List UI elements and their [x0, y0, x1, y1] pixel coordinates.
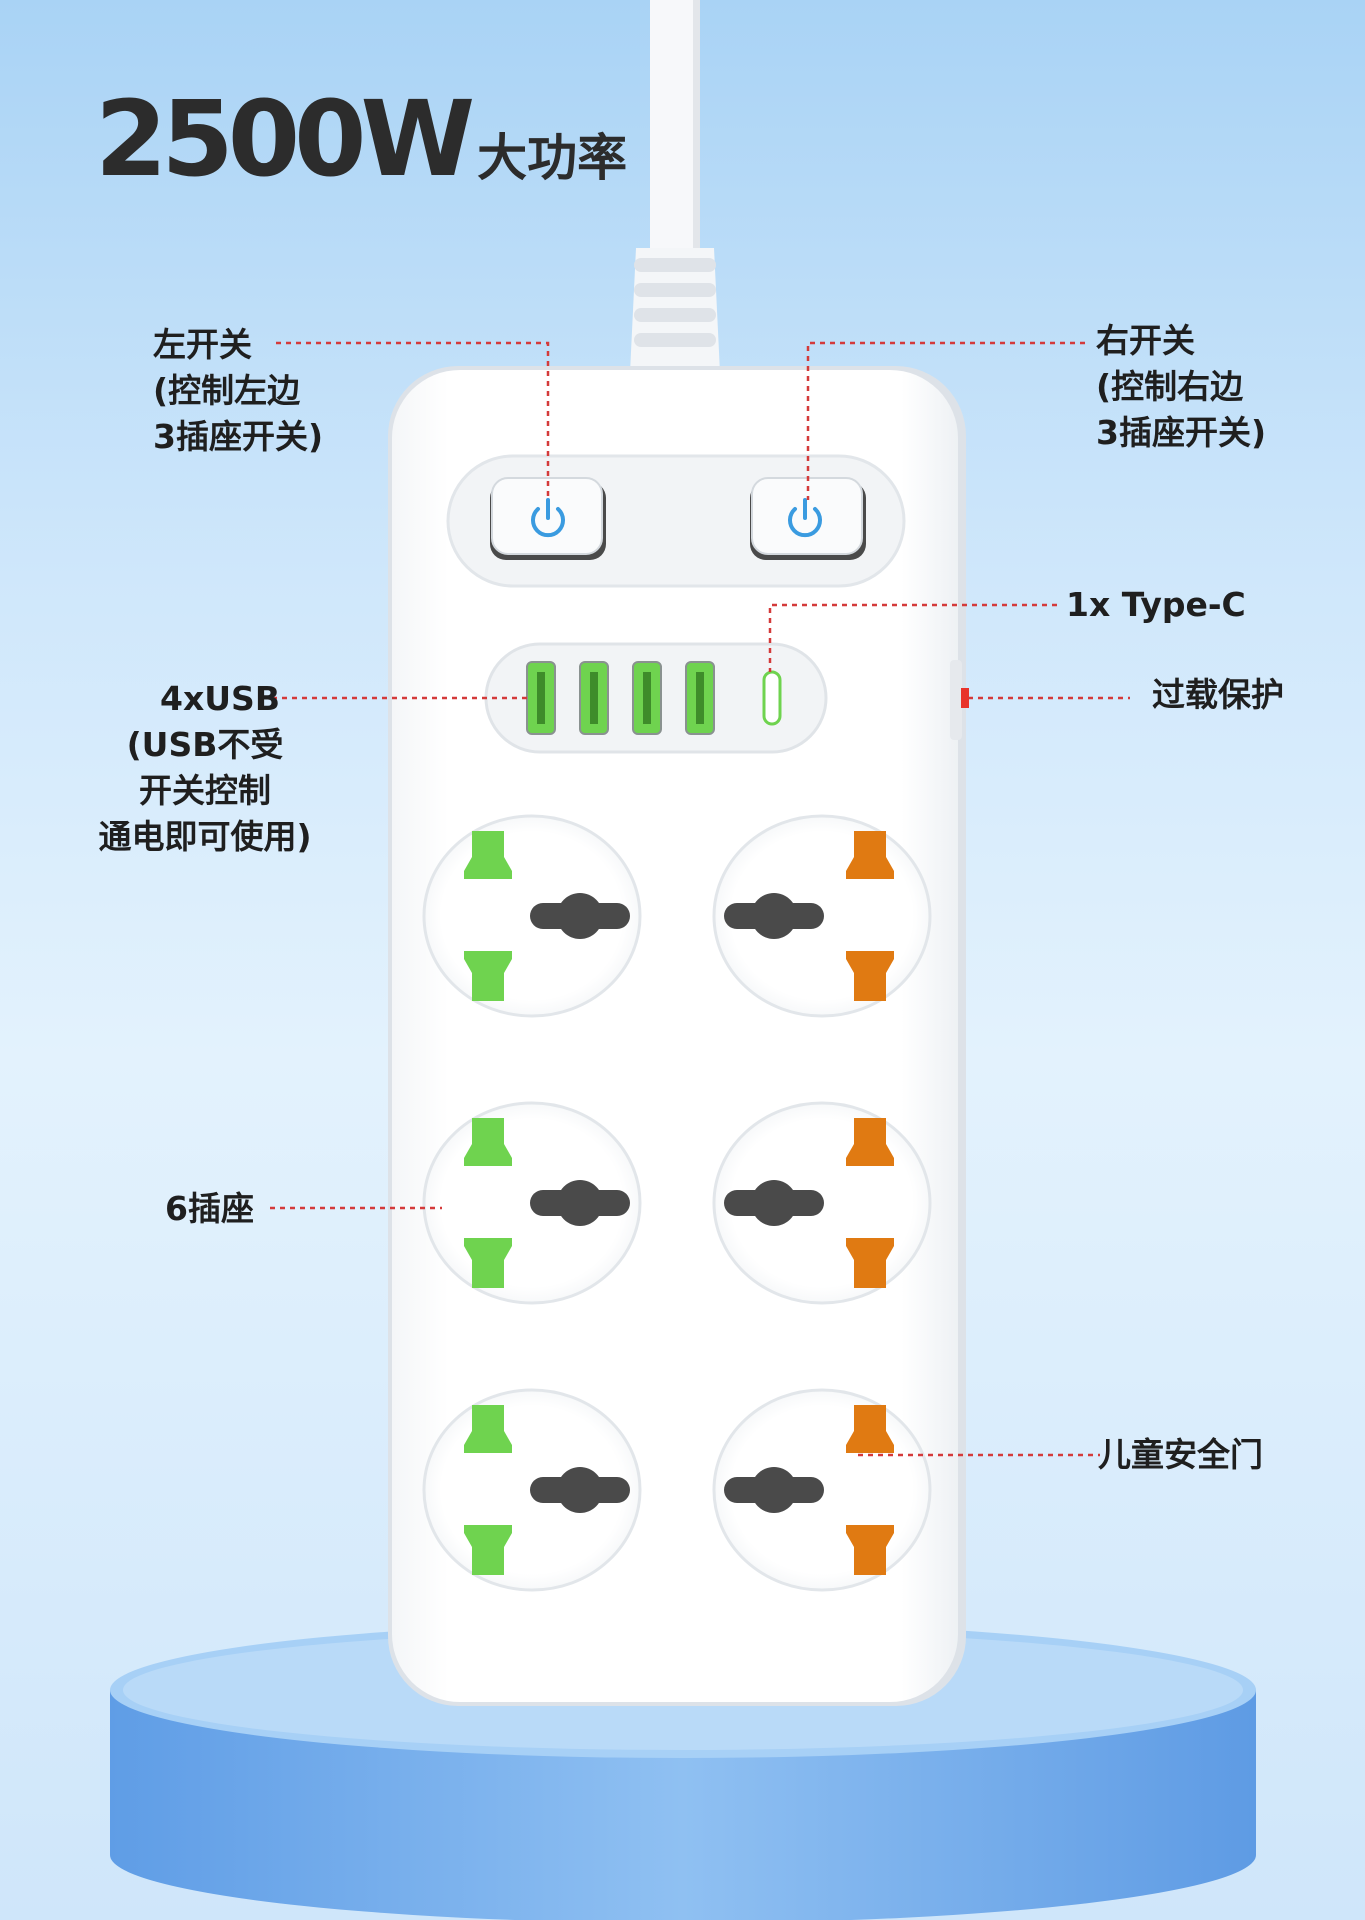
callout-lines [270, 341, 1130, 1457]
socket-right [712, 1101, 932, 1305]
type-c-port [762, 670, 782, 726]
child-safety-shutter-label: 儿童安全门 [1098, 1435, 1263, 1474]
power-icon [531, 498, 822, 538]
socket-left [422, 814, 642, 1018]
universal-socket-grid [422, 814, 932, 1592]
power-cable [630, 0, 720, 373]
switch-panel [446, 454, 906, 588]
high-power-label: 大功率 [477, 129, 628, 187]
left-switch-label: 左开关 (控制左边 3插座开关) [153, 325, 324, 456]
socket-left [422, 1101, 642, 1305]
type-c-label: 1x Type-C [1066, 585, 1246, 624]
usb-panel [484, 642, 828, 754]
socket-right [712, 814, 932, 1018]
wattage: 2500W [95, 78, 475, 200]
right-switch-label: 右开关 (控制右边 3插座开关) [1096, 321, 1267, 452]
socket-right [712, 1388, 932, 1592]
socket-left [422, 1388, 642, 1592]
overload-protection-label: 过载保护 [1152, 675, 1284, 714]
six-sockets-label: 6插座 [165, 1189, 254, 1228]
overload-indicator [961, 688, 969, 708]
usb-label: 4xUSB (USB不受 开关控制 通电即可使用) [98, 679, 312, 856]
